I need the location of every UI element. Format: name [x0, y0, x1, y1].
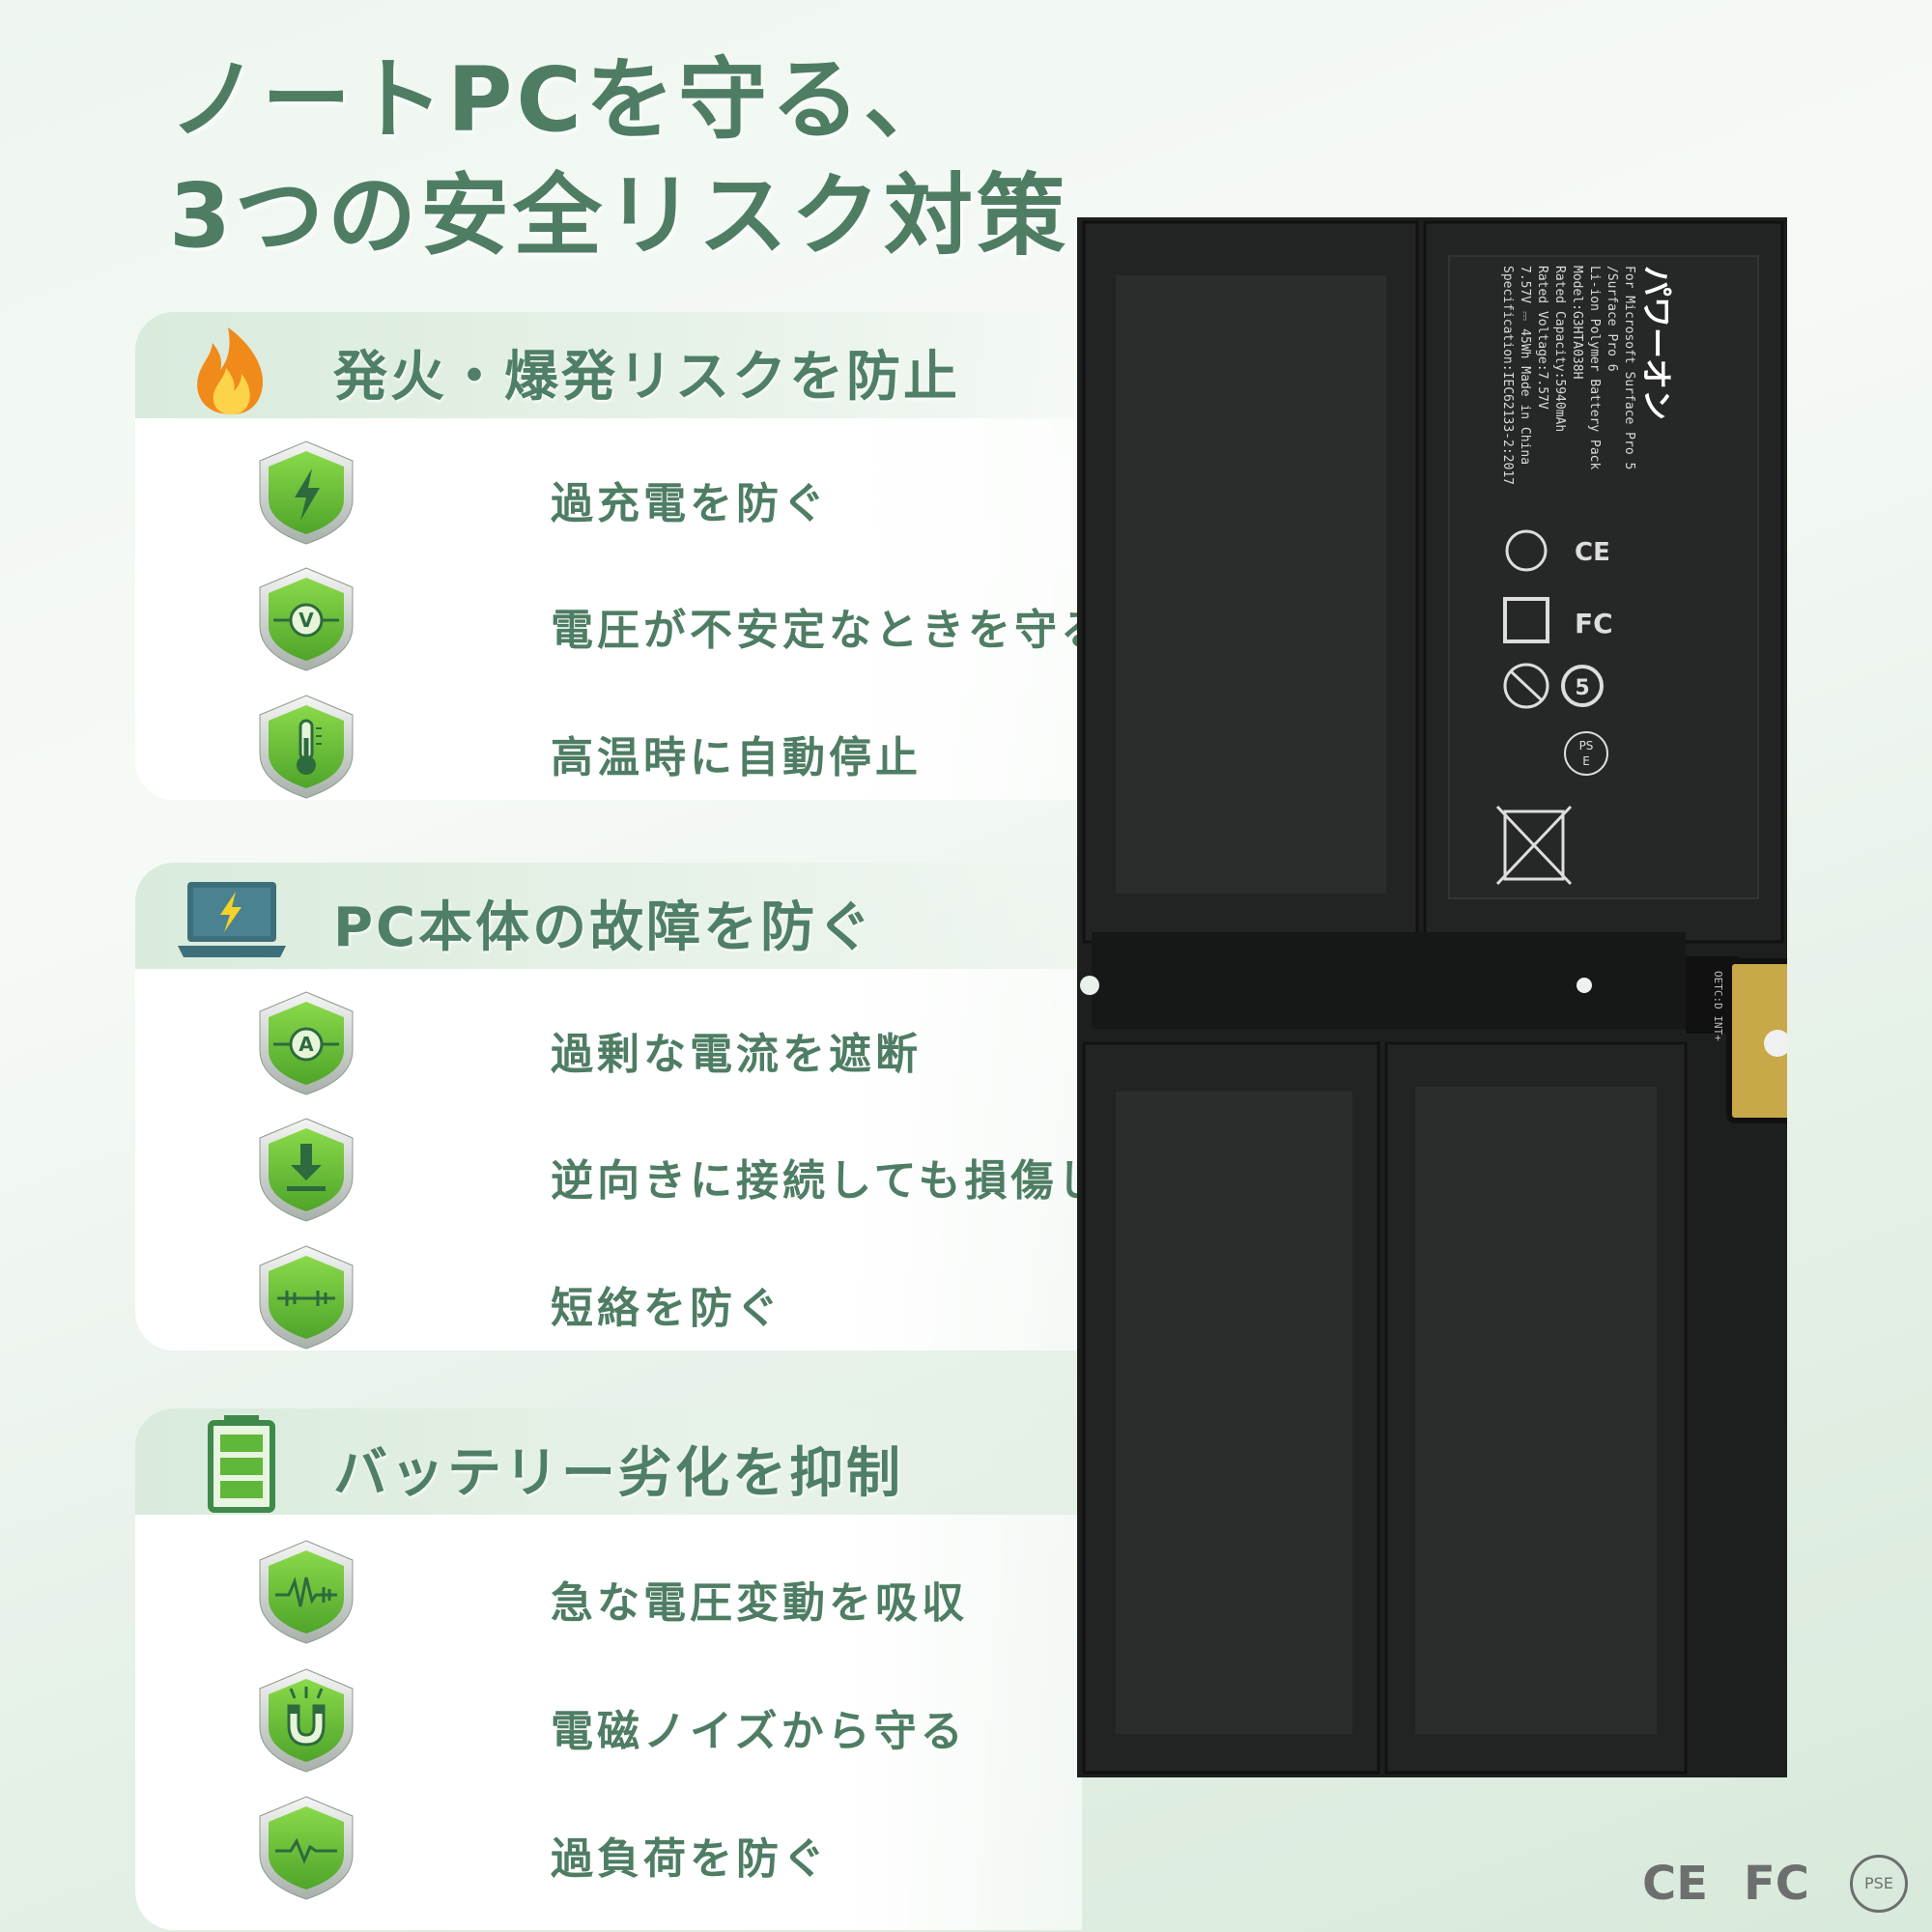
battery-certification-symbols: CE FC 5 PS E [1495, 529, 1613, 886]
svg-text:FC: FC [1575, 608, 1613, 639]
magnet-icon [256, 1667, 356, 1774]
item-label: 高温時に自動停止 [551, 733, 922, 782]
section-header [135, 863, 1082, 969]
svg-text:CE: CE [1575, 538, 1610, 567]
voltmeter-icon: V [256, 566, 356, 672]
download-arrow-icon [256, 1117, 356, 1223]
page-title-line-1: ノートPCを守る、 [169, 48, 956, 152]
item-label: 過充電を防ぐ [551, 479, 829, 528]
certification-marks: CE FC PSE [1633, 1845, 1922, 1922]
pse-mark: PSE [1850, 1855, 1908, 1913]
ammeter-icon: A [256, 990, 356, 1096]
short-circuit-icon [256, 1244, 356, 1350]
list-item: V 電圧が不安定なときを守る [256, 566, 1103, 672]
svg-text:E: E [1582, 754, 1590, 768]
section-header [135, 312, 1082, 418]
item-label: 過負荷を防ぐ [551, 1834, 829, 1884]
battery-pack-image: OETC:D INT+ [1077, 217, 1787, 1777]
section-title: PC本体の故障を防ぐ [333, 896, 875, 959]
pulse-icon [256, 1539, 356, 1645]
item-label: 急な電圧変動を吸収 [551, 1578, 968, 1628]
list-item: 逆向きに接続しても損傷しない [256, 1117, 1192, 1223]
list-item: 短絡を防ぐ [256, 1244, 1067, 1350]
list-item: 高温時に自動停止 [256, 694, 1067, 800]
section-title: バッテリー劣化を抑制 [333, 1442, 903, 1505]
wave-icon [256, 1795, 356, 1901]
battery-label-line: For Microsoft Surface Pro 5 [1622, 266, 1636, 470]
lightning-bolt-icon [256, 440, 356, 546]
item-label: 過剰な電流を遮断 [551, 1030, 922, 1079]
laptop-bolt-icon [178, 882, 286, 957]
page-title-line-2: 3つの安全リスク対策 [169, 164, 1070, 268]
battery-brand: パワーオン [1638, 266, 1675, 421]
svg-text:V: V [298, 609, 314, 632]
ce-mark: CE [1642, 1857, 1709, 1911]
svg-text:OETC:D INT+: OETC:D INT+ [1712, 971, 1724, 1041]
svg-text:5: 5 [1575, 676, 1589, 700]
thermometer-icon [256, 694, 356, 800]
svg-text:PS: PS [1579, 739, 1594, 753]
list-item: 電磁ノイズから守る [256, 1667, 1067, 1774]
item-label: 電磁ノイズから守る [551, 1707, 967, 1756]
list-item: 過負荷を防ぐ [256, 1795, 1067, 1901]
fire-icon [197, 327, 263, 414]
item-label: 短絡を防ぐ [551, 1284, 782, 1333]
item-label: 電圧が不安定なときを守る [551, 606, 1107, 655]
list-item: 過充電を防ぐ [256, 440, 1067, 546]
battery-icon [208, 1415, 275, 1513]
fcc-mark: FC [1744, 1857, 1810, 1911]
section-header [135, 1408, 1082, 1515]
list-item: 急な電圧変動を吸収 [256, 1539, 1067, 1645]
svg-text:A: A [298, 1033, 314, 1056]
section-title: 発火・爆発リスクを防止 [333, 346, 960, 409]
list-item: A 過剰な電流を遮断 [256, 990, 1067, 1096]
